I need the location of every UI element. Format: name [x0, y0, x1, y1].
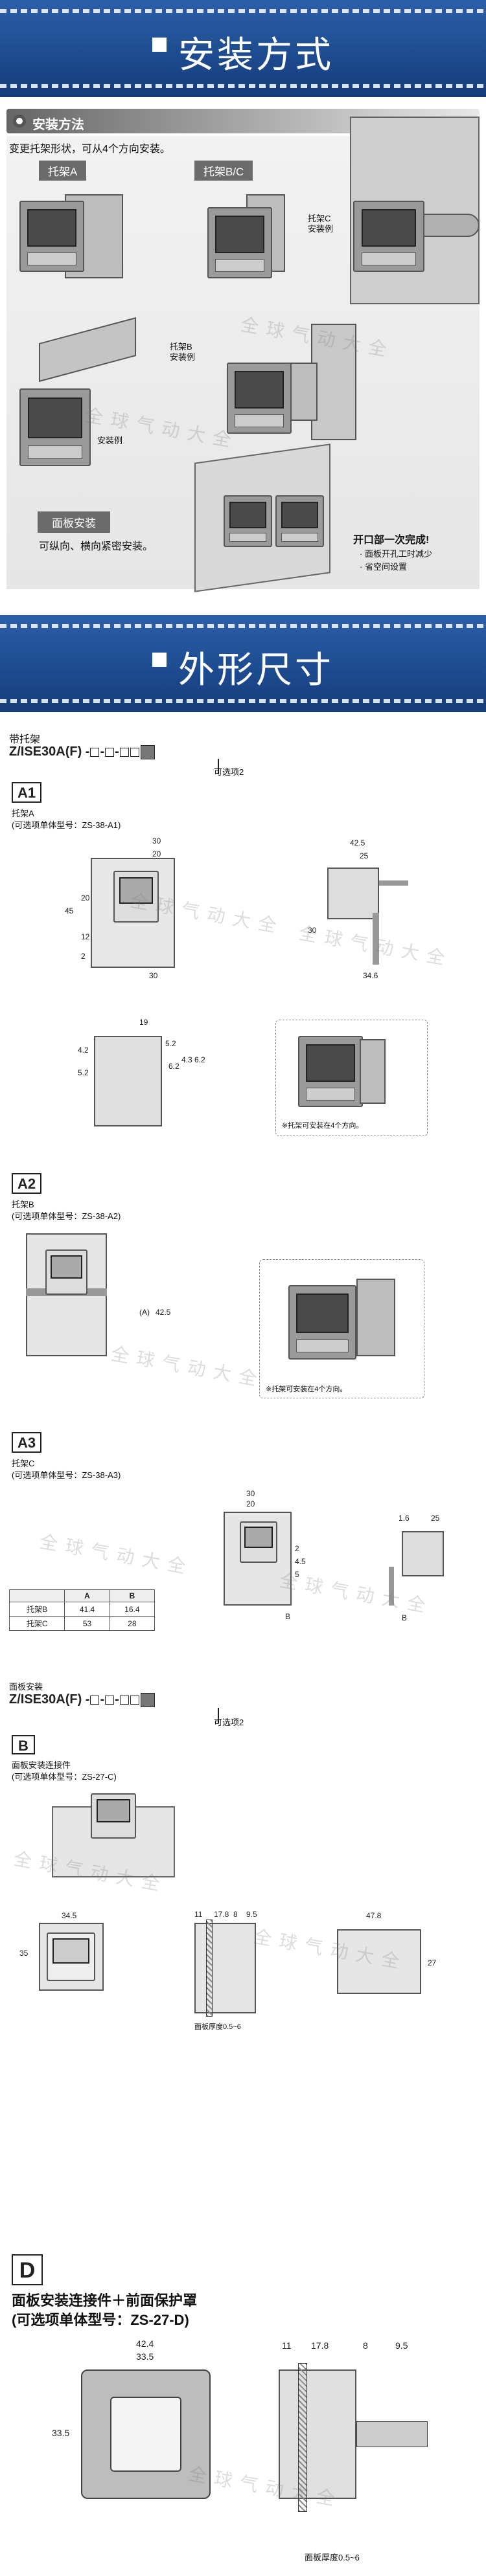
sub-header-label: 安装方法 — [32, 118, 84, 132]
a1-orientation-callout — [275, 1020, 428, 1136]
model-code-panel: Z/ISE30A(F) --- — [9, 1692, 156, 1707]
sensor-device — [19, 388, 91, 466]
front-cover-side — [279, 2369, 356, 2499]
panel-mount-desc: 可纵向、横向紧密安装。 — [39, 541, 154, 552]
install-desc: 变更托架形状，可从4个方向安装。 — [9, 144, 170, 155]
sensor-device — [19, 201, 84, 272]
panel-mount-tag: 面板安装 — [38, 511, 110, 533]
section-banner-dimensions: 外形尺寸 — [0, 615, 486, 712]
a3-spec-table: A B 托架B 41.4 16.4 托架C 53 28 — [8, 1589, 156, 1631]
bracket-bc-tag: 托架B/C — [194, 161, 253, 181]
panel-mount-label: 面板安装 — [9, 1682, 43, 1692]
bracket-a-side-view — [327, 868, 379, 919]
a1-model: (可选项单体型号：ZS-38-A1) — [12, 820, 121, 830]
d-box: D — [12, 2254, 43, 2285]
a2-note: ※托架可安装在4个方向。 — [266, 1385, 347, 1393]
a2-name: 托架B — [12, 1200, 34, 1209]
a2-box: A2 — [12, 1173, 41, 1194]
sensor-device — [224, 495, 272, 547]
a3-model: (可选项单体型号：ZS-38-A3) — [12, 1470, 121, 1480]
sensor-device — [353, 201, 424, 272]
optional2-label: 可选项2 — [214, 767, 244, 777]
opening-item-2: · 省空间设置 — [360, 562, 407, 572]
panel-adapter-top — [337, 1929, 421, 1994]
model-code: Z/ISE30A(F) --- — [9, 745, 156, 759]
d-name: 面板安装连接件＋前面保护罩 — [12, 2292, 198, 2309]
d-thickness: 面板厚度0.5~6 — [305, 2553, 360, 2562]
sensor-device — [227, 363, 292, 434]
pipe — [415, 214, 480, 237]
opening-item-1: · 面板开孔工时减少 — [360, 549, 432, 559]
a1-box: A1 — [12, 782, 41, 803]
a2-model: (可选项单体型号：ZS-38-A2) — [12, 1211, 121, 1221]
d-model: (可选项单体型号：ZS-27-D) — [12, 2312, 189, 2328]
a2-orientation-callout — [259, 1259, 424, 1398]
section-banner-install: 安装方式 — [0, 0, 486, 97]
bracket-a-tag: 托架A — [39, 161, 87, 181]
sensor-device — [275, 495, 324, 547]
a1-note: ※托架可安装在4个方向。 — [282, 1122, 364, 1130]
bracket-b-example-label: 托架B 安装例 — [170, 342, 196, 362]
bracket-c-side-view — [402, 1531, 444, 1576]
a1-name: 托架A — [12, 809, 34, 818]
b-thickness: 面板厚度0.5~6 — [194, 2023, 241, 2031]
a3-name: 托架C — [12, 1459, 35, 1468]
cylinder — [311, 324, 356, 440]
b-model: (可选项单体型号：ZS-27-C) — [12, 1772, 117, 1782]
section-title: 安装方式 — [178, 34, 334, 76]
bracket-a-top-view — [94, 1036, 162, 1126]
mount-example-label: 安装例 — [97, 436, 123, 445]
b-name: 面板安装连接件 — [12, 1760, 71, 1770]
section-title: 外形尺寸 — [178, 649, 334, 691]
optional2-label: 可选项2 — [214, 1718, 244, 1727]
a3-box: A3 — [12, 1432, 41, 1453]
b-box: B — [12, 1735, 35, 1754]
bracket-c-example-label: 托架C 安装例 — [308, 214, 334, 234]
panel-adapter-side — [194, 1923, 256, 2013]
with-bracket-label: 带托架 — [9, 734, 41, 745]
opening-title: 开口部一次完成! — [353, 535, 430, 546]
sensor-device — [207, 207, 272, 278]
